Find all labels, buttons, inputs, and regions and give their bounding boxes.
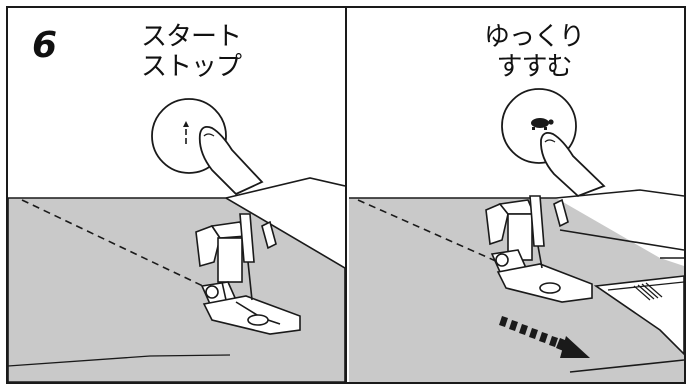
slow-speed-label-line2: すすむ <box>496 52 572 82</box>
finger-right <box>540 131 606 198</box>
left-sewing-scene <box>8 98 345 382</box>
start-stop-icon <box>183 121 189 144</box>
finger <box>198 125 264 196</box>
presser-foot-right <box>485 195 593 303</box>
start-stop-button-label: スタート ストップ <box>128 22 254 82</box>
start-stop-label-line1: スタート <box>140 22 242 52</box>
step-number: 6 <box>32 25 58 66</box>
right-sewing-scene <box>349 88 684 382</box>
feed-direction-arrow <box>499 316 590 358</box>
slow-speed-label-line1: ゆっくり <box>483 22 585 52</box>
slow-speed-button-label: ゆっくり すすむ <box>474 22 594 82</box>
start-stop-label-line2: ストップ <box>140 52 242 82</box>
fabric <box>8 197 345 382</box>
presser-foot <box>195 213 301 335</box>
turtle-icon <box>531 118 554 130</box>
stitch-line-right <box>357 199 499 263</box>
